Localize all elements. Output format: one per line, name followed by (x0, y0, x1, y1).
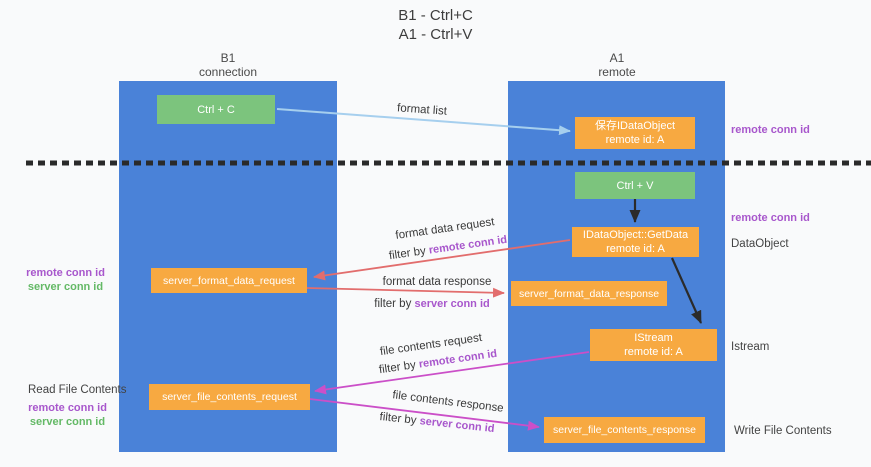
node-save-dataobject: 保存IDataObject remote id: A (575, 117, 695, 149)
file-contents-response-label: file contents response (391, 389, 505, 415)
node-ctrl-c: Ctrl + C (157, 95, 275, 124)
title-line-2: A1 - Ctrl+V (398, 26, 473, 43)
remote-conn-id-key: remote conn id (428, 233, 508, 257)
server-file-contents-response-label: server_file_contents_response (552, 424, 696, 436)
save-dataobject-line1: 保存IDataObject (594, 120, 676, 132)
left-column-header: B1 connection (169, 51, 287, 79)
ctrl-v-label: Ctrl + V (616, 179, 654, 192)
server-file-contents-request-label: server_file_contents_request (162, 391, 297, 403)
left-remote-conn-id-label-2: remote conn id (28, 402, 107, 414)
format-list-label: format list (396, 102, 448, 118)
node-server-format-data-request: server_format_data_request (151, 268, 307, 293)
left-conn-id-stack-2: remote conn id server conn id (20, 401, 115, 429)
format-data-response-label: format data response (382, 276, 492, 288)
istream-line1: IStream (634, 332, 673, 344)
node-istream: IStream remote id: A (590, 329, 717, 361)
istream-line2: remote id: A (624, 346, 683, 358)
read-file-contents-label: Read File Contents (28, 384, 127, 396)
node-idataobject-getdata: IDataObject::GetData remote id: A (572, 227, 699, 257)
left-conn-id-stack-1: remote conn id server conn id (18, 266, 113, 294)
diagram-title: B1 - Ctrl+C A1 - Ctrl+V (0, 6, 871, 44)
write-file-contents-label: Write File Contents (734, 425, 832, 437)
dataobject-label: DataObject (731, 238, 789, 250)
left-column-subtitle: connection (198, 65, 258, 79)
node-server-file-contents-response: server_file_contents_response (544, 417, 705, 443)
filter-by-prefix: filter by (378, 358, 420, 377)
left-server-conn-id-label-1: server conn id (27, 281, 104, 293)
istream-side-label: Istream (731, 341, 770, 353)
getdata-line2: remote id: A (606, 243, 665, 255)
server-conn-id-key: server conn id (414, 298, 490, 310)
file-contents-response-filter-label: filter by server conn id (379, 411, 495, 435)
right-column-name: A1 (609, 51, 625, 65)
save-dataobject-line2: remote id: A (605, 134, 665, 146)
left-column-name: B1 (220, 51, 236, 65)
right-column-subtitle: remote (598, 65, 636, 79)
right-column-header: A1 remote (558, 51, 676, 79)
node-server-format-data-response: server_format_data_response (511, 281, 667, 306)
filter-by-prefix: filter by (388, 244, 430, 263)
right-remote-conn-id-label-2: remote conn id (731, 212, 810, 224)
filter-by-prefix: filter by (378, 410, 421, 428)
left-remote-conn-id-label-1: remote conn id (26, 267, 105, 279)
right-remote-conn-id-label-1: remote conn id (731, 124, 810, 136)
filter-by-prefix: filter by (374, 298, 415, 310)
node-ctrl-v: Ctrl + V (575, 172, 695, 199)
server-format-data-request-label: server_format_data_request (163, 274, 295, 287)
left-server-conn-id-label-2: server conn id (29, 416, 106, 428)
node-server-file-contents-request: server_file_contents_request (149, 384, 310, 410)
server-conn-id-key: server conn id (418, 415, 496, 436)
ctrl-c-label: Ctrl + C (197, 103, 235, 116)
title-line-1: B1 - Ctrl+C (398, 7, 473, 24)
server-format-data-response-label: server_format_data_response (518, 287, 660, 300)
getdata-line1: IDataObject::GetData (582, 229, 689, 241)
format-data-response-filter-label: filter by server conn id (374, 298, 489, 310)
